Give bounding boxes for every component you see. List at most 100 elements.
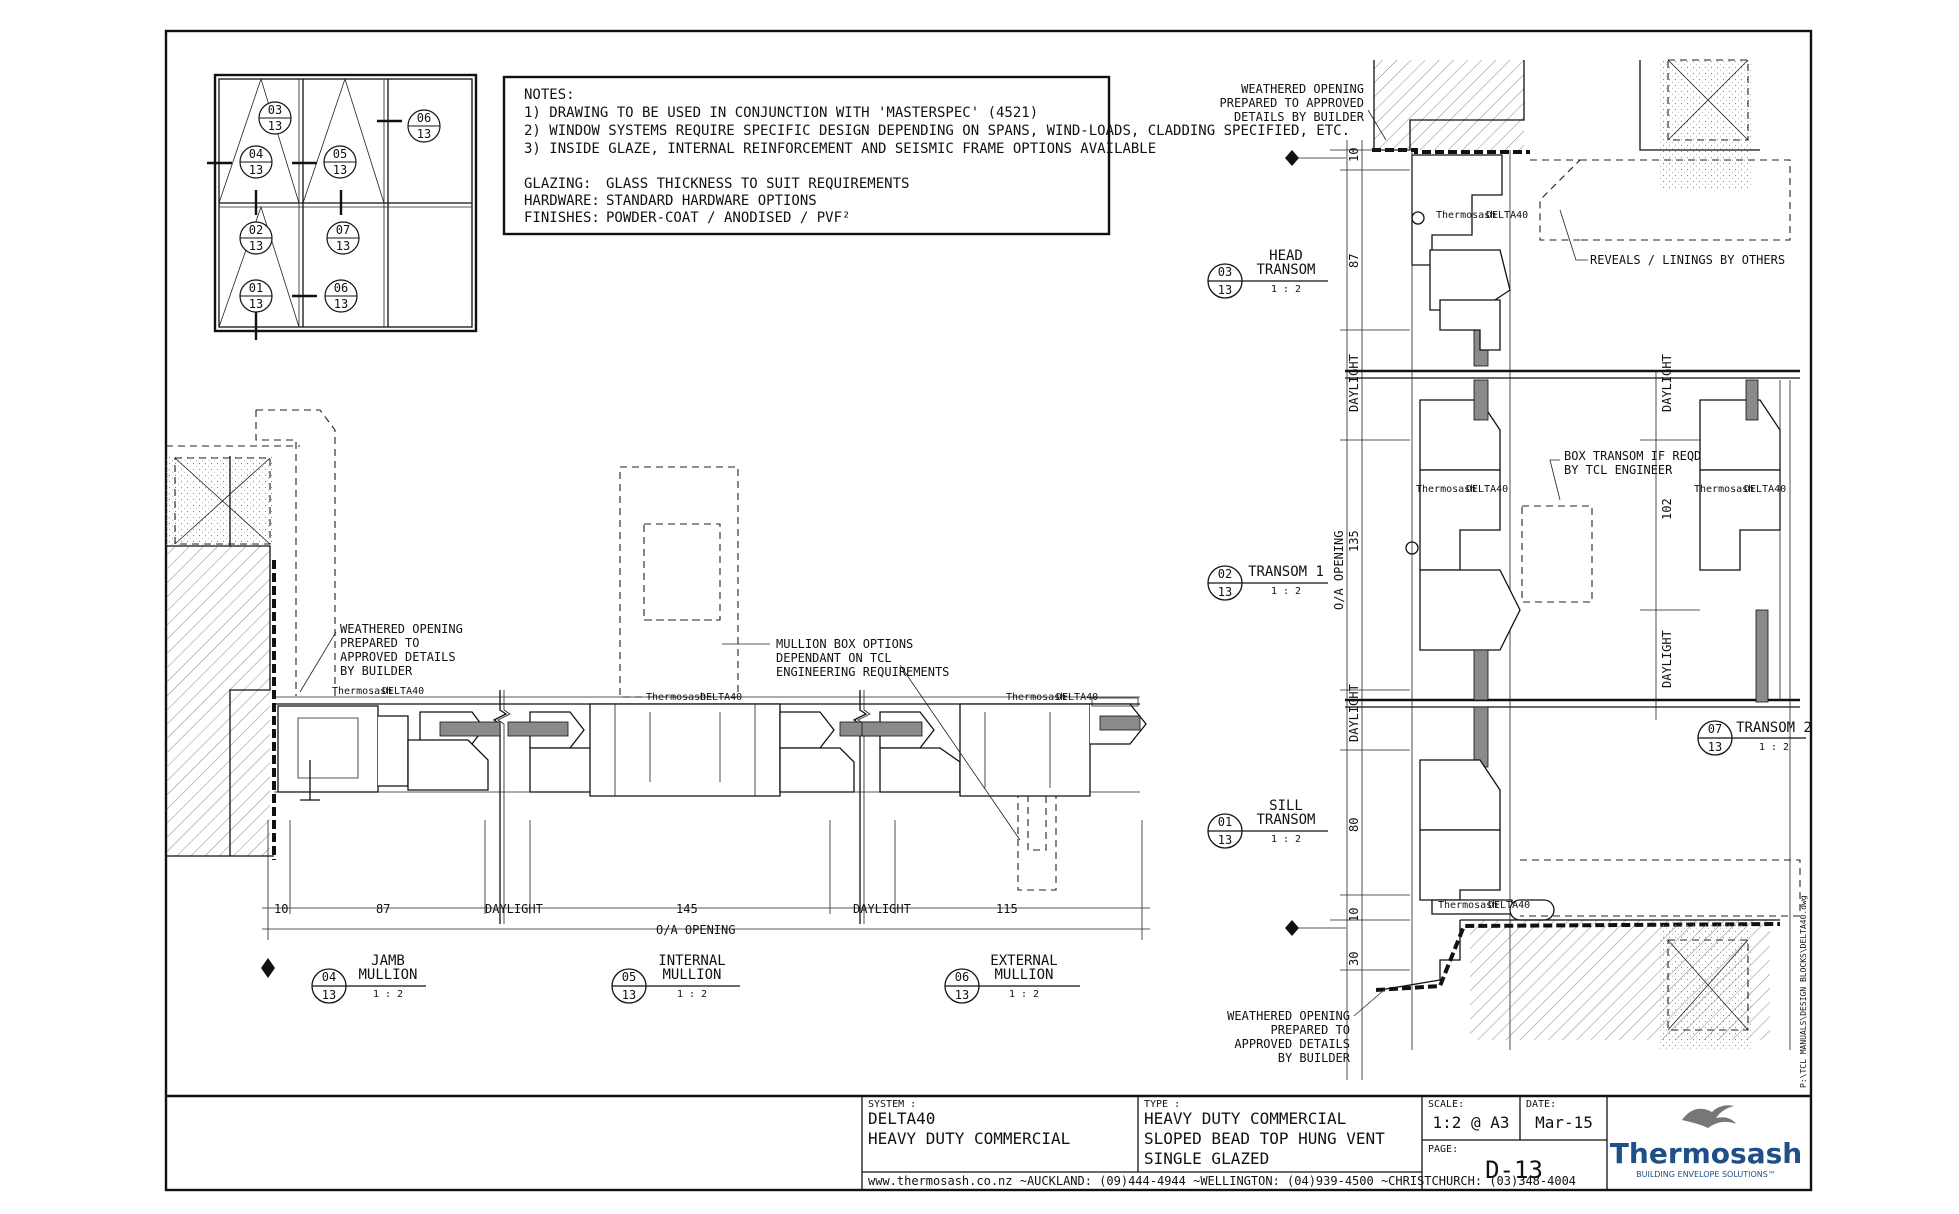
svg-text:1 : 2: 1 : 2: [1009, 989, 1039, 1000]
svg-text:MULLION: MULLION: [994, 967, 1053, 983]
svg-text:HEAVY DUTY COMMERCIAL: HEAVY DUTY COMMERCIAL: [868, 1129, 1070, 1148]
dim-10: 10: [274, 902, 288, 916]
brand-tag-internal: Thermosash: [646, 692, 706, 703]
logo-tagline: BUILDING ENVELOPE SOLUTIONS™: [1636, 1170, 1776, 1179]
key-marker-num: 05: [333, 147, 347, 161]
section-label-external: 06 13 EXTERNAL MULLION 1 : 2: [944, 953, 1080, 1004]
svg-text:05: 05: [622, 970, 636, 984]
svg-text:SCALE:: SCALE:: [1428, 1099, 1464, 1110]
dim-oa-horizontal: O/A OPENING: [656, 923, 735, 937]
key-marker-num: 01: [249, 281, 263, 295]
svg-text:13: 13: [955, 988, 969, 1002]
horizontal-section: [166, 409, 1147, 924]
notes-box: NOTES: 1) DRAWING TO BE USED IN CONJUNCT…: [502, 75, 1350, 236]
brand-tag-sill: Thermosash: [1438, 900, 1498, 911]
brand-tag-jamb: Thermosash: [332, 686, 392, 697]
note-line-1: 1) DRAWING TO BE USED IN CONJUNCTION WIT…: [524, 105, 1038, 121]
brand-tag-external: Thermosash: [1006, 692, 1066, 703]
svg-text:SYSTEM :: SYSTEM :: [868, 1099, 916, 1110]
brand-tag-sill-sub: DELTA40: [1488, 900, 1530, 911]
svg-text:HEAD: HEAD: [1269, 248, 1303, 264]
spec-label-hardware: HARDWARE:: [524, 193, 600, 209]
thermosash-logo: Thermosash BUILDING ENVELOPE SOLUTIONS™: [1610, 1105, 1802, 1179]
spec-value-finishes: POWDER-COAT / ANODISED / PVF²: [606, 210, 850, 226]
notes-heading: NOTES:: [524, 87, 575, 103]
key-marker-sheet: 13: [249, 239, 263, 253]
svg-text:MULLION: MULLION: [358, 967, 417, 983]
svg-text:www.thermosash.co.nz ~AUCKLAND: www.thermosash.co.nz ~AUCKLAND: (09)444-…: [868, 1174, 1576, 1188]
svg-text:DATE:: DATE:: [1526, 1099, 1556, 1110]
svg-text:04: 04: [322, 970, 336, 984]
section-label-head: 03 13 HEAD TRANSOM 1 : 2: [1207, 248, 1328, 299]
annotation-box-transom: BOX TRANSOM IF REQD BY TCL ENGINEER: [1549, 449, 1701, 501]
svg-text:13: 13: [322, 988, 336, 1002]
svg-text:DELTA40: DELTA40: [868, 1109, 935, 1128]
svg-text:1:2 @ A3: 1:2 @ A3: [1432, 1113, 1509, 1132]
svg-text:SINGLE GLAZED: SINGLE GLAZED: [1144, 1149, 1269, 1168]
key-marker-num: 03: [268, 103, 282, 117]
svg-text:TYPE :: TYPE :: [1144, 1099, 1180, 1110]
vertical-dimensions: [1285, 140, 1700, 1080]
key-marker-sheet: 13: [334, 297, 348, 311]
svg-text:13: 13: [1708, 740, 1722, 754]
annotation-mullion-box: MULLION BOX OPTIONS DEPENDANT ON TCL ENG…: [722, 637, 1021, 841]
key-marker-num: 02: [249, 223, 263, 237]
vertical-section: [1345, 59, 1801, 1050]
brand-tag-transom1-sub: DELTA40: [1466, 484, 1508, 495]
annotation-weathered-top: WEATHERED OPENING PREPARED TO APPROVED D…: [1220, 82, 1387, 141]
svg-text:1 : 2: 1 : 2: [677, 989, 707, 1000]
svg-text:1 : 2: 1 : 2: [1271, 284, 1301, 295]
key-marker-sheet: 13: [417, 127, 431, 141]
section-label-internal: 05 13 INTERNAL MULLION 1 : 2: [611, 953, 740, 1004]
brand-tag-transom2: Thermosash: [1694, 484, 1754, 495]
spec-label-glazing: GLAZING:: [524, 176, 591, 192]
svg-text:1 : 2: 1 : 2: [1271, 834, 1301, 845]
svg-text:PREPARED TO: PREPARED TO: [1271, 1023, 1350, 1037]
svg-text:SILL: SILL: [1269, 798, 1303, 814]
dim-115: 115: [996, 902, 1018, 916]
logo-name: Thermosash: [1610, 1137, 1802, 1170]
svg-text:APPROVED DETAILS: APPROVED DETAILS: [1234, 1037, 1350, 1051]
svg-text:02: 02: [1218, 567, 1232, 581]
spec-value-hardware: STANDARD HARDWARE OPTIONS: [606, 193, 817, 209]
svg-text:WEATHERED OPENING: WEATHERED OPENING: [1227, 1009, 1350, 1023]
annotation-weathered-left: WEATHERED OPENING PREPARED TO APPROVED D…: [299, 622, 463, 693]
vdim-daylight-r1: DAYLIGHT: [1660, 354, 1674, 412]
svg-text:TRANSOM 1: TRANSOM 1: [1248, 564, 1324, 580]
vdim-30: 30: [1347, 952, 1361, 966]
svg-text:13: 13: [622, 988, 636, 1002]
file-path: P:\TCL MANUALS\DESIGN BLOCKS\DELTA40.dwg: [1799, 895, 1808, 1088]
note-line-2: 2) WINDOW SYSTEMS REQUIRE SPECIFIC DESIG…: [524, 123, 1350, 139]
svg-text:01: 01: [1218, 815, 1232, 829]
key-marker-num: 07: [336, 223, 350, 237]
svg-text:03: 03: [1218, 265, 1232, 279]
svg-text:1 : 2: 1 : 2: [373, 989, 403, 1000]
svg-text:HEAVY DUTY COMMERCIAL: HEAVY DUTY COMMERCIAL: [1144, 1109, 1346, 1128]
svg-text:1 : 2: 1 : 2: [1759, 742, 1789, 753]
svg-text:SLOPED BEAD TOP HUNG VENT: SLOPED BEAD TOP HUNG VENT: [1144, 1129, 1385, 1148]
svg-text:BOX TRANSOM IF REQD: BOX TRANSOM IF REQD: [1564, 449, 1701, 463]
annotation-weathered-bottom: WEATHERED OPENING PREPARED TO APPROVED D…: [1227, 989, 1385, 1065]
vdim-102: 102: [1660, 498, 1674, 520]
key-marker-num: 06: [417, 111, 431, 125]
svg-text:ENGINEERING REQUIREMENTS: ENGINEERING REQUIREMENTS: [776, 665, 949, 679]
key-marker-sheet: 13: [268, 119, 282, 133]
svg-text:EXTERNAL: EXTERNAL: [990, 953, 1057, 969]
spec-label-finishes: FINISHES:: [524, 210, 600, 226]
svg-text:WEATHERED OPENING: WEATHERED OPENING: [1241, 82, 1364, 96]
brand-tag-transom2-sub: DELTA40: [1744, 484, 1786, 495]
svg-text:BY TCL ENGINEER: BY TCL ENGINEER: [1564, 463, 1673, 477]
svg-text:BY BUILDER: BY BUILDER: [340, 664, 413, 678]
brand-tag-internal-sub: DELTA40: [700, 692, 742, 703]
key-plan: [207, 73, 478, 340]
svg-text:MULLION: MULLION: [662, 967, 721, 983]
vdim-daylight-r2: DAYLIGHT: [1660, 630, 1674, 688]
svg-text:06: 06: [955, 970, 969, 984]
dim-daylight-a: DAYLIGHT: [485, 902, 543, 916]
dim-daylight-b: DAYLIGHT: [853, 902, 911, 916]
